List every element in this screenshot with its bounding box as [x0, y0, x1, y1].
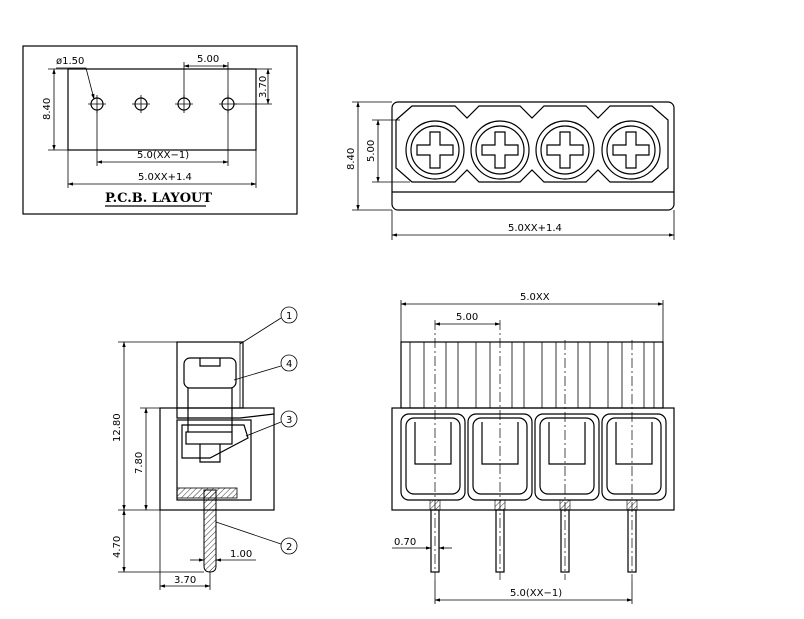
side-upper-housing [176, 341, 244, 409]
front-ribs [409, 342, 655, 408]
front-pin-thickness-label: 0.70 [394, 537, 416, 548]
front-view: 5.0XX 5.00 0.70 5.0(XX−1) [391, 292, 675, 604]
pcb-outline [67, 68, 257, 151]
side-height-body-label: 7.80 [134, 452, 145, 474]
callout-4-label: 4 [286, 359, 292, 370]
pcb-pitch-label: 5.00 [197, 54, 219, 65]
top-inner-label: 5.00 [366, 140, 377, 162]
pcb-total-label: 5.0XX+1.4 [138, 172, 192, 183]
front-lower-body [391, 407, 675, 511]
top-height-label: 8.40 [346, 148, 357, 170]
screw-head [470, 120, 530, 180]
side-pin [203, 489, 217, 573]
screw-heads [405, 120, 661, 180]
pcb-layout-view: ø1.50 5.00 3.70 8.40 5.0(XX−1) 5.0XX+1.4… [22, 45, 298, 215]
side-pin-offset-label: 3.70 [174, 575, 196, 586]
front-cell [601, 413, 667, 511]
side-screw-head [183, 357, 237, 389]
callout-2: 2 [215, 521, 298, 555]
side-pin-length-label: 4.70 [112, 536, 123, 558]
front-pitch-label: 5.00 [456, 312, 478, 323]
top-total-label: 5.0XX+1.4 [508, 223, 562, 234]
side-pin-width-label: 1.00 [230, 549, 252, 560]
front-cells [400, 413, 667, 511]
top-body [391, 101, 675, 211]
front-pin-span-label: 5.0(XX−1) [510, 588, 562, 599]
screw-head [535, 120, 595, 180]
top-view: 8.40 5.00 5.0XX+1.4 [346, 101, 675, 240]
screw-housing-outline [395, 105, 669, 183]
pcb-span-label: 5.0(XX−1) [137, 150, 189, 161]
side-clamp [181, 424, 249, 459]
screw-head [405, 120, 465, 180]
pcb-height-label: 8.40 [42, 98, 53, 120]
callout-3: 3 [245, 410, 298, 437]
pcb-layout-frame [22, 45, 298, 215]
front-cell [534, 413, 600, 511]
callout-1: 1 [239, 306, 298, 345]
callout-4: 4 [233, 354, 298, 381]
callout-1-label: 1 [286, 311, 292, 322]
pcb-holes [88, 95, 237, 113]
pcb-layout-title: P.C.B. LAYOUT [105, 191, 212, 206]
pcb-offset-label: 3.70 [258, 76, 269, 98]
front-overall-label: 5.0XX [520, 292, 550, 303]
pcb-hole-dia-label: ø1.50 [56, 56, 84, 67]
callout-2-label: 2 [286, 542, 292, 553]
front-upper-housing [400, 341, 664, 409]
side-lower-body [159, 407, 275, 511]
side-height-total-label: 12.80 [112, 413, 123, 442]
screw-head [601, 120, 661, 180]
side-view: 1 4 3 2 12.80 7.80 4.70 [112, 306, 298, 590]
callout-3-label: 3 [286, 415, 292, 426]
front-cell [400, 413, 466, 511]
front-pins [430, 509, 637, 573]
